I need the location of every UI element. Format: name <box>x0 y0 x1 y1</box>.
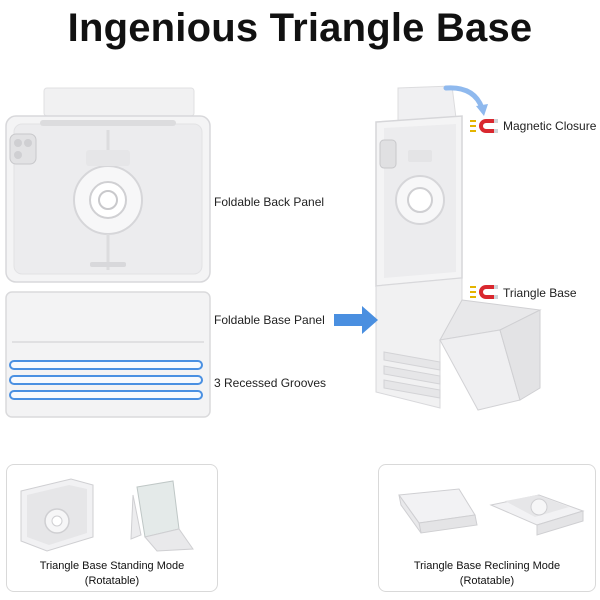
magnetic-closure-label: Magnetic Closure <box>503 119 597 133</box>
top-flap <box>43 87 195 117</box>
groove-1 <box>9 360 203 370</box>
standing-mode-line2: (Rotatable) <box>84 575 140 587</box>
rotating-disc <box>73 165 143 235</box>
magnet-icon <box>470 116 500 136</box>
standing-mode-caption: Triangle Base Standing Mode (Rotatable) <box>7 559 217 589</box>
folded-back-panel <box>375 115 463 287</box>
back-panel <box>5 115 211 283</box>
reclining-mode-box: Triangle Base Reclining Mode (Rotatable) <box>378 464 596 592</box>
groove-3 <box>9 390 203 400</box>
triangle-support <box>439 299 542 341</box>
folded-base-panel <box>375 277 463 409</box>
groove-2 <box>9 375 203 385</box>
triangle-base-label: Triangle Base <box>503 286 577 300</box>
recessed-grooves-label: 3 Recessed Grooves <box>214 376 327 390</box>
standing-mode-line1: Triangle Base Standing Mode <box>39 560 185 572</box>
foldable-base-panel-label: Foldable Base Panel <box>214 313 325 327</box>
base-panel <box>5 291 211 418</box>
foldable-back-panel-label: Foldable Back Panel <box>214 195 325 209</box>
standing-mode-illustration <box>20 478 194 552</box>
fold-arrow <box>443 85 485 111</box>
reclining-mode-line1: Triangle Base Reclining Mode <box>413 560 561 572</box>
reclining-mode-illustration <box>398 488 585 536</box>
reclining-mode-line2: (Rotatable) <box>459 575 515 587</box>
folded-top-flap <box>397 85 457 123</box>
magnet-icon <box>470 282 500 302</box>
camera-cutout <box>9 133 37 165</box>
pointer-arrow <box>334 306 378 334</box>
standing-mode-box: Triangle Base Standing Mode (Rotatable) <box>6 464 218 592</box>
reclining-mode-caption: Triangle Base Reclining Mode (Rotatable) <box>379 559 595 589</box>
page-title: Ingenious Triangle Base <box>67 6 533 50</box>
